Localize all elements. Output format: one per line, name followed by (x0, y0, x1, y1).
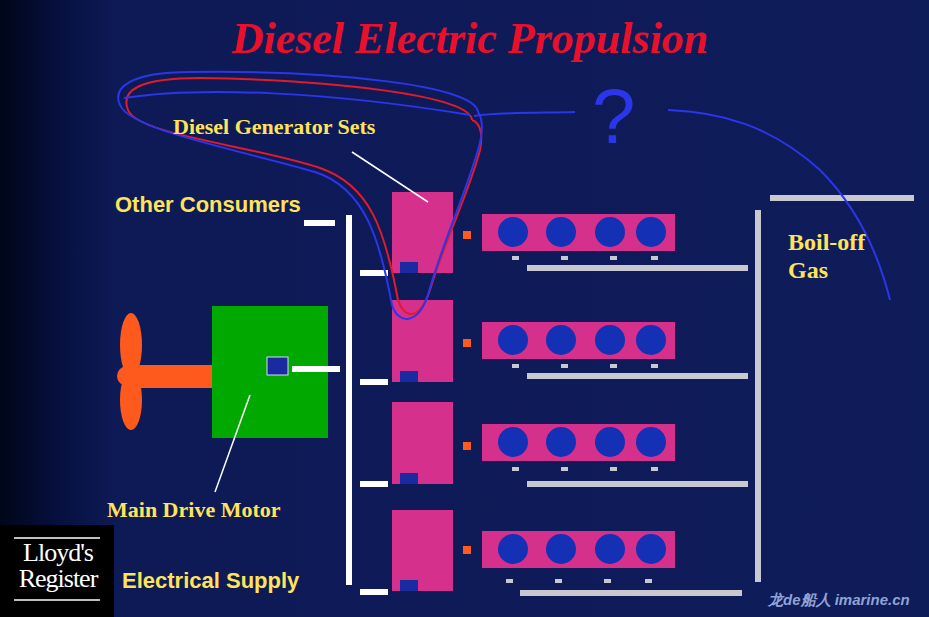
callout-label: Main Drive Motor (107, 497, 281, 522)
leader-line (352, 152, 428, 202)
generator-set (392, 300, 748, 382)
logo-rule (14, 599, 100, 601)
gas-header (755, 210, 761, 582)
consumer-feeder (304, 220, 335, 226)
gas-label: Boil-off Gas (788, 229, 898, 284)
logo-text: Lloyd's Register (12, 540, 104, 592)
propeller-shaft (130, 365, 212, 388)
slide-title: Diesel Electric Propulsion (205, 14, 735, 65)
generator-set (392, 192, 748, 273)
bus-label: Other Consumers (115, 192, 301, 217)
leader-line (215, 395, 250, 492)
generator-feeder (360, 481, 388, 487)
watermark: 龙de船人 imarine.cn (768, 591, 910, 608)
generator-feeder (360, 379, 388, 385)
motor-terminal (267, 357, 288, 375)
bus-bar (346, 215, 352, 585)
logo-panel (0, 525, 114, 617)
question-mark: ? (592, 72, 635, 162)
bus-label: Electrical Supply (122, 568, 299, 593)
generator-feeder (360, 589, 388, 595)
motor-feeder (292, 366, 340, 372)
callout-label: Diesel Generator Sets (173, 114, 375, 139)
generator-set (392, 402, 748, 487)
logo-rule (14, 537, 100, 539)
generator-set (392, 510, 742, 596)
